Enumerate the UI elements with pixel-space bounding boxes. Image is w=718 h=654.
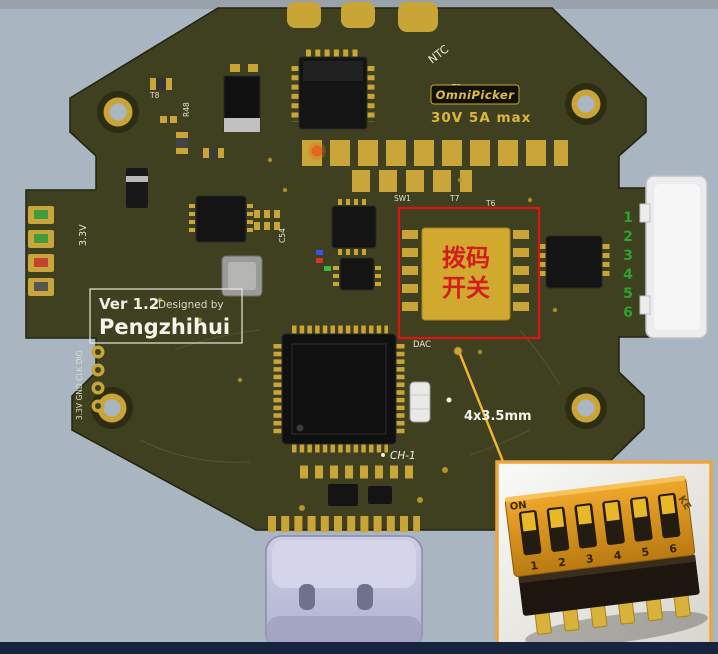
dip-switch-inset: ON KE 1 2 3 4 5 6 <box>495 460 713 650</box>
dip-slots <box>518 493 681 556</box>
version-text: Ver 1.2 <box>99 295 159 313</box>
inset-on-label: ON <box>509 500 527 513</box>
white-connector <box>639 175 708 339</box>
ic-mid-center-b <box>333 257 381 291</box>
mounting-hole-top-left <box>97 91 139 133</box>
leader-origin-dot <box>453 346 463 356</box>
mounting-holes <box>91 83 607 429</box>
dip-switch-photo: ON KE 1 2 3 4 5 6 <box>504 475 708 647</box>
pin-number-3: 3 <box>623 248 633 264</box>
bottom-components <box>299 465 448 511</box>
ic-top-main <box>291 49 375 130</box>
dip-body-front <box>518 555 700 616</box>
pcb-board: T8 T5 SW1 T7 T6 R48 C54 NTC 3.3V 3.3V GN… <box>25 2 660 532</box>
version-frame <box>89 288 243 344</box>
dip-shadow <box>525 611 708 647</box>
usb-c-connector <box>265 535 423 651</box>
crystal <box>409 381 431 423</box>
leader-line <box>458 353 508 470</box>
inset-number-2: 2 <box>557 556 566 570</box>
designer-text: Pengzhihui <box>99 315 230 339</box>
label-t8: T8 <box>149 91 160 100</box>
pin-number-2: 2 <box>623 229 633 245</box>
brand-name: OmniPicker <box>436 88 516 102</box>
label-c54: C54 <box>278 228 287 243</box>
top-edge-pads <box>287 2 438 32</box>
pad-grid-small <box>254 210 280 230</box>
left-edge-pads <box>28 206 54 296</box>
pin-number-5: 5 <box>623 286 633 302</box>
status-leds <box>316 250 331 271</box>
swd-pads <box>91 345 105 413</box>
brand-badge: OmniPicker 30V 5A max <box>430 84 531 126</box>
label-r48: R48 <box>182 102 191 117</box>
pin-number-1: 1 <box>623 210 633 226</box>
mcu-qfp <box>273 325 405 453</box>
capacitor-rows <box>302 140 568 192</box>
inset-number-6: 6 <box>669 542 679 556</box>
label-3v3: 3.3V <box>78 224 89 246</box>
mounting-hole-top-right <box>565 83 607 125</box>
ic-right-mid <box>538 235 610 289</box>
pin-number-4: 4 <box>623 267 633 283</box>
pin-number-6: 6 <box>623 305 633 321</box>
dip-label-line1: 拨码 <box>442 244 490 272</box>
capacitor-tall <box>223 64 261 132</box>
dip-label-line2: 开关 <box>442 274 490 302</box>
inset-number-3: 3 <box>585 552 594 566</box>
version-block: Ver 1.2 Designed by Pengzhihui <box>89 288 243 344</box>
dimension-label: 4x3.5mm <box>464 409 532 424</box>
brand-badge-frame <box>430 84 520 105</box>
dimension-dot <box>446 397 452 403</box>
ic-mid-left <box>189 195 253 243</box>
label-ch1: CH-1 <box>390 450 416 462</box>
label-t7: T7 <box>449 194 460 203</box>
inset-number-5: 5 <box>641 545 650 559</box>
dip-switch-footprint: 拨码 开关 <box>402 227 529 321</box>
bottom-strip <box>0 642 718 654</box>
power-rating: 30V 5A max <box>431 110 531 126</box>
inset-numbers: 1 2 3 4 5 6 <box>530 542 678 573</box>
connector-pin-numbers: 1 2 3 4 5 6 <box>623 210 633 321</box>
small-passives <box>126 78 224 208</box>
vias <box>157 157 558 383</box>
label-t6: T6 <box>485 199 496 208</box>
label-sw1: SW1 <box>394 194 411 203</box>
mounting-hole-bottom-right <box>565 387 607 429</box>
inset-number-4: 4 <box>613 549 623 563</box>
label-dac: DAC <box>413 340 431 350</box>
label-swd: 3.3V GND CLK DIO <box>75 350 84 420</box>
mounting-hole-bottom-left <box>91 387 133 429</box>
orange-led <box>308 142 326 160</box>
inset-number-1: 1 <box>530 559 539 573</box>
ic-mid-center-a <box>331 199 377 255</box>
inductor-metal <box>221 255 263 297</box>
copper-traces <box>139 329 561 463</box>
designed-by-text: Designed by <box>158 299 224 311</box>
annotation-layer: 4x3.5mm <box>397 206 541 470</box>
dip-annotation-box <box>397 206 541 340</box>
